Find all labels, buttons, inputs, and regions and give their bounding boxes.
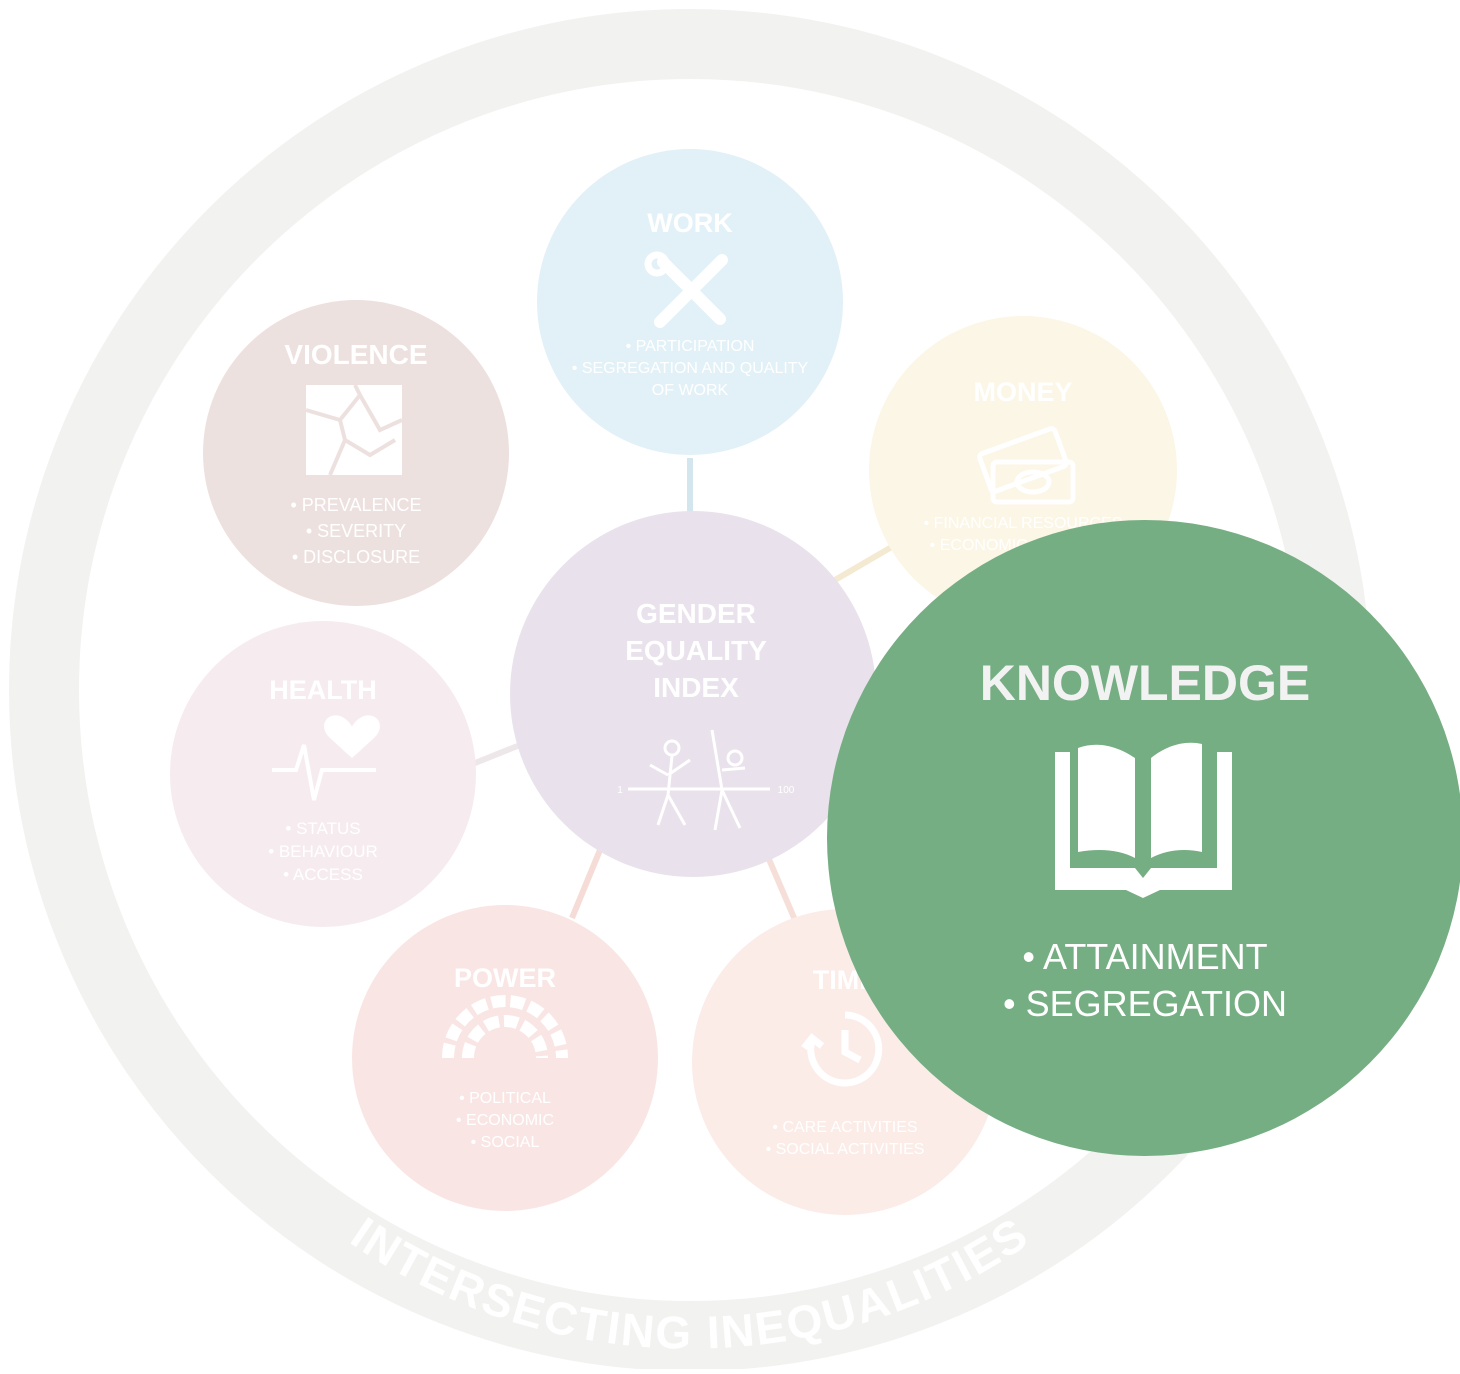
banknotes-icon xyxy=(977,426,1076,505)
ring-label: INTERSECTING INEQUALITIES xyxy=(342,1207,1037,1359)
wrench-pencil-icon xyxy=(644,251,728,328)
domain-health-item: • STATUS xyxy=(285,819,360,838)
domain-time-item: • CARE ACTIVITIES xyxy=(772,1119,917,1136)
book-icon xyxy=(1055,742,1232,898)
domain-power-title: POWER xyxy=(454,963,556,993)
domain-power-item: • POLITICAL xyxy=(459,1090,551,1107)
center-scale-min: 1 xyxy=(617,785,623,796)
domain-health-item: • ACCESS xyxy=(283,865,363,884)
domain-violence-item: • PREVALENCE xyxy=(290,495,421,515)
domain-work-item: • SEGREGATION AND QUALITY xyxy=(572,360,809,377)
domain-power: POWER • POLITICAL • ECONOMIC • SOCIAL xyxy=(352,905,658,1211)
center-scale-max: 100 xyxy=(778,785,795,796)
domain-violence: VIOLENCE • PREVALENCE • SEVERITY • DISCL… xyxy=(203,300,509,606)
domain-work-title: WORK xyxy=(647,208,733,238)
domain-knowledge-item: • SEGREGATION xyxy=(1003,983,1287,1024)
connectors xyxy=(468,458,897,922)
domain-money-item: • FINANCIAL RESOURCES xyxy=(924,515,1123,532)
domain-violence-item: • DISCLOSURE xyxy=(292,547,420,567)
cracked-square-icon xyxy=(305,384,403,476)
domain-violence-item: • SEVERITY xyxy=(306,521,406,541)
center-title-line: EQUALITY xyxy=(625,635,767,666)
parliament-icon xyxy=(442,995,568,1059)
domain-knowledge-item: • ATTAINMENT xyxy=(1022,936,1267,977)
domain-work-item: OF WORK xyxy=(652,382,729,399)
domain-health-item: • BEHAVIOUR xyxy=(268,842,378,861)
domain-power-item: • ECONOMIC xyxy=(456,1112,554,1129)
domain-knowledge: KNOWLEDGE • ATTAINMENT • SEGREGATION xyxy=(827,520,1460,1156)
domain-power-item: • SOCIAL xyxy=(471,1134,540,1151)
heart-pulse-icon xyxy=(272,715,380,801)
domain-knowledge-title: KNOWLEDGE xyxy=(980,655,1311,711)
domain-time-item: • SOCIAL ACTIVITIES xyxy=(766,1141,925,1158)
center-title-line: INDEX xyxy=(653,672,739,703)
figures-icon xyxy=(628,729,770,831)
center-index: GENDER EQUALITY INDEX 1 100 xyxy=(510,511,876,877)
domain-work: WORK • PARTICIPATION • SEGREGATION AND Q… xyxy=(537,149,843,455)
domain-violence-title: VIOLENCE xyxy=(284,339,427,370)
domain-money-title: MONEY xyxy=(973,377,1072,407)
clock-icon xyxy=(801,1011,883,1087)
center-title-line: GENDER xyxy=(636,598,756,629)
domain-work-item: • PARTICIPATION xyxy=(626,338,755,355)
domain-health: HEALTH • STATUS • BEHAVIOUR • ACCESS xyxy=(170,621,476,927)
domain-health-title: HEALTH xyxy=(269,675,377,705)
